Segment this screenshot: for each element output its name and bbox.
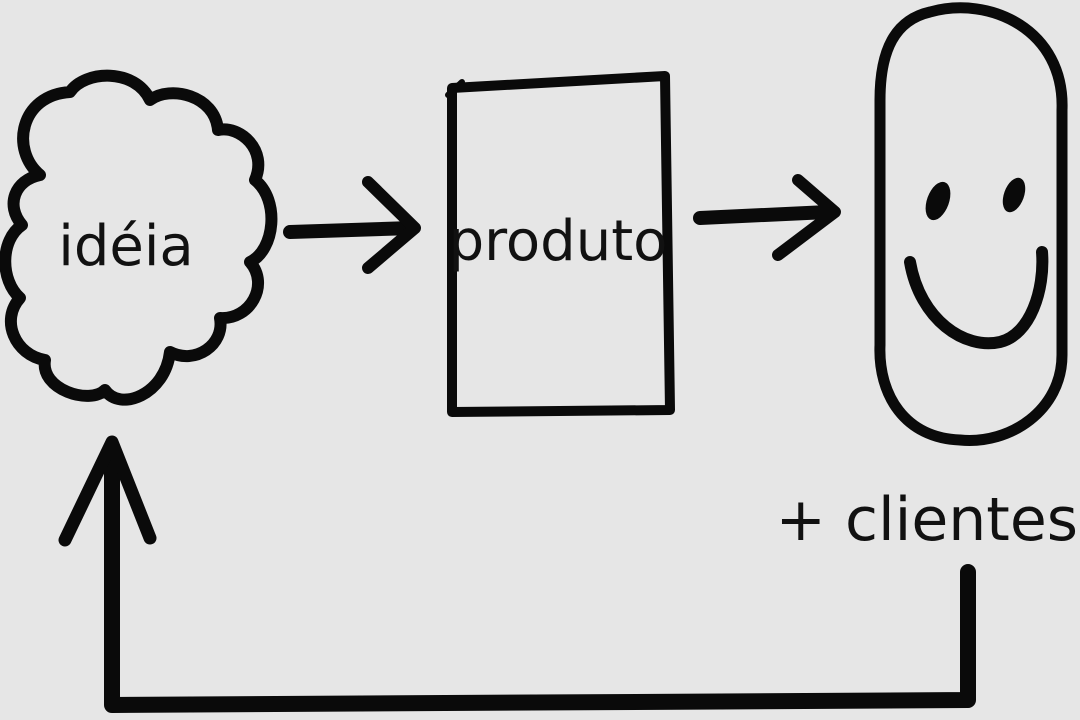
idea-label: idéia xyxy=(58,214,193,279)
arrow-customer-to-idea xyxy=(58,435,976,713)
customer-node: + clientes xyxy=(776,2,1078,555)
smile-icon xyxy=(904,246,1049,350)
idea-cloud-shape xyxy=(0,69,278,406)
idea-node: idéia xyxy=(0,69,278,406)
right-eye-icon xyxy=(1002,177,1026,213)
product-node: produto xyxy=(445,71,675,417)
product-label: produto xyxy=(449,209,668,274)
left-eye-icon xyxy=(925,181,951,221)
customer-label: + clientes xyxy=(776,485,1078,555)
product-box-shape xyxy=(447,71,675,417)
arrow-idea-to-product xyxy=(283,176,421,274)
arrow-product-to-customer xyxy=(693,174,841,261)
customer-face-shape xyxy=(874,2,1068,446)
